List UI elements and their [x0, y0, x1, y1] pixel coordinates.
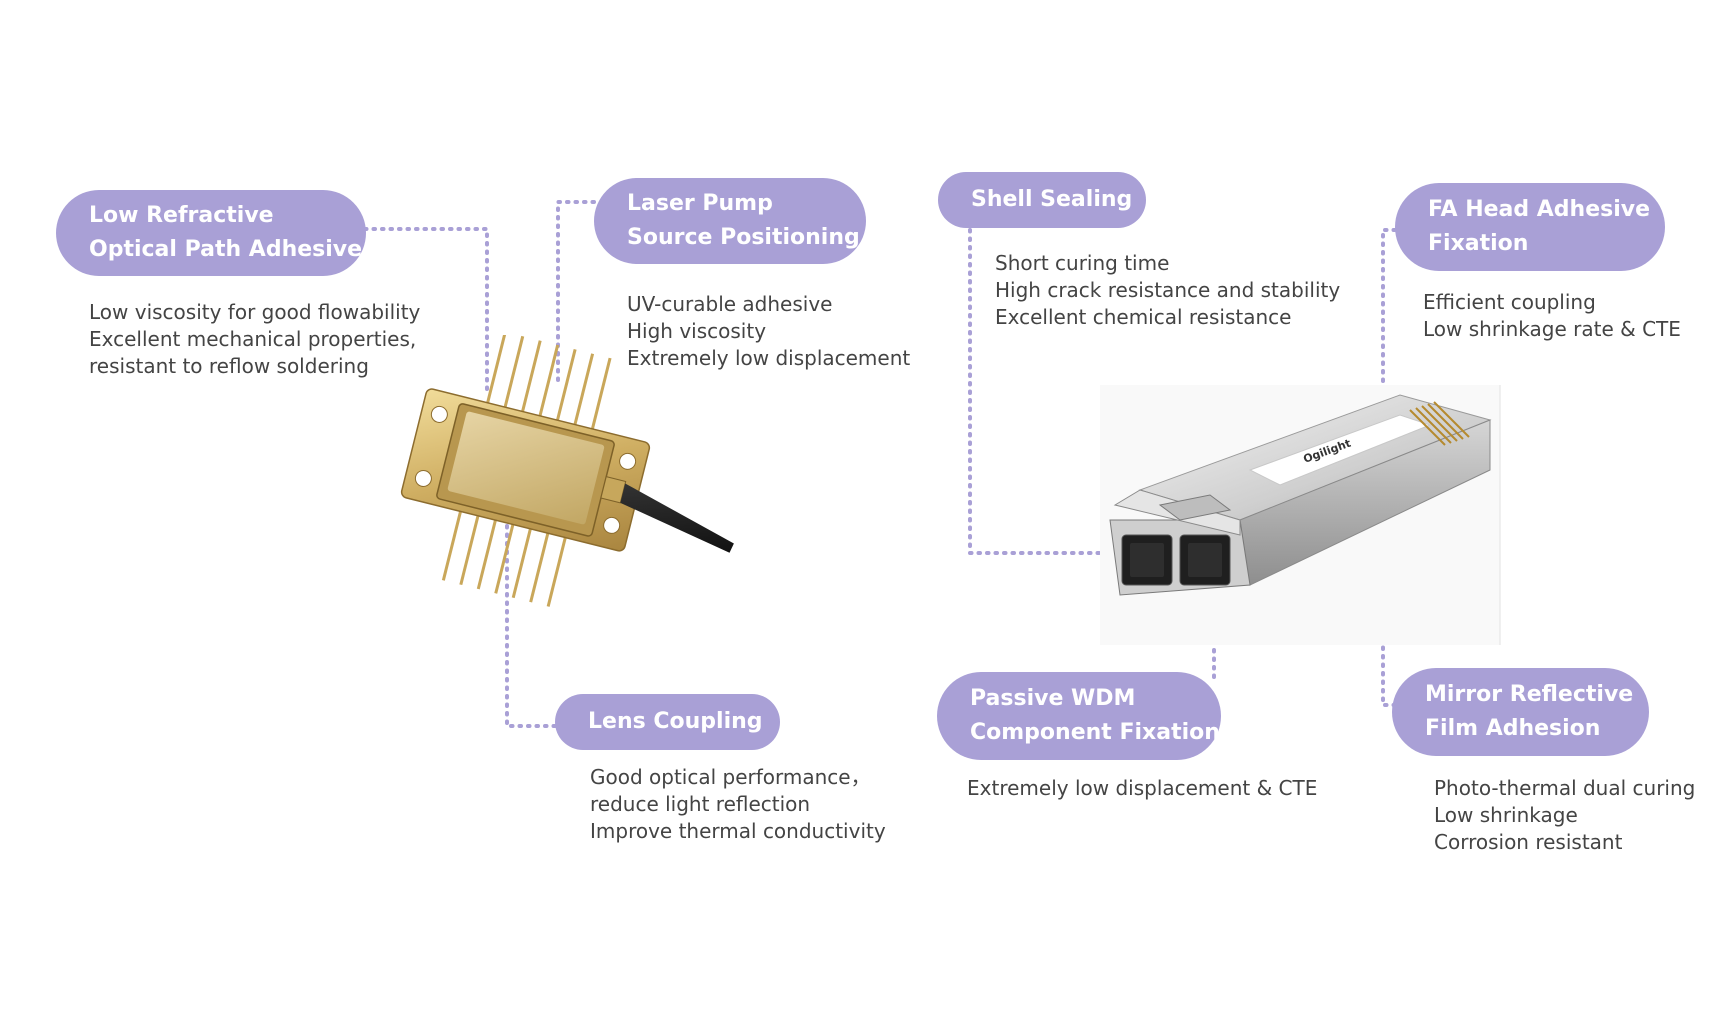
connector-fa-head: [1381, 228, 1397, 402]
pill-title-line: Component Fixation: [970, 720, 1220, 745]
desc-line: Improve thermal conductivity: [590, 819, 886, 843]
pill-title-line: Fixation: [1428, 231, 1529, 256]
connector-lens-coupling: [505, 518, 557, 728]
desc-line: Corrosion resistant: [1434, 830, 1623, 854]
desc-passive-wdm: Extremely low displacement & CTE: [967, 775, 1317, 802]
desc-line: UV-curable adhesive: [627, 292, 833, 316]
pill-title-line: Shell Sealing: [971, 187, 1133, 212]
desc-fa-head: Efficient coupling Low shrinkage rate & …: [1423, 289, 1681, 343]
label-passive-wdm-component-fixation: Passive WDM Component Fixation: [937, 672, 1221, 760]
pill-title-line: Lens Coupling: [588, 709, 763, 734]
desc-laser-pump: UV-curable adhesive High viscosity Extre…: [627, 291, 910, 372]
pill-title-line: Low Refractive: [89, 203, 274, 228]
desc-line: Excellent chemical resistance: [995, 305, 1292, 329]
desc-line: reduce light reflection: [590, 792, 811, 816]
desc-line: Low shrinkage: [1434, 803, 1578, 827]
desc-line: Low shrinkage rate & CTE: [1423, 317, 1681, 341]
connector-laser-pump: [556, 200, 596, 387]
desc-low-refractive: Low viscosity for good flowability Excel…: [89, 299, 420, 380]
desc-line: High viscosity: [627, 319, 767, 343]
desc-lens-coupling: Good optical performance， reduce light r…: [590, 764, 886, 845]
connector-shell-sealing: [968, 228, 1122, 555]
label-low-refractive-optical-path-adhesive: Low Refractive Optical Path Adhesive: [56, 190, 366, 276]
desc-line: Good optical performance，: [590, 765, 871, 789]
label-laser-pump-source-positioning: Laser Pump Source Positioning: [594, 178, 866, 264]
connector-low-refractive: [363, 227, 489, 394]
pill-title-line: Passive WDM: [970, 686, 1136, 711]
desc-line: High crack resistance and stability: [995, 278, 1341, 302]
desc-line: Photo-thermal dual curing: [1434, 776, 1696, 800]
desc-line: Extremely low displacement & CTE: [967, 776, 1318, 800]
pill-title-line: Source Positioning: [627, 225, 860, 250]
desc-shell-sealing: Short curing time High crack resistance …: [995, 250, 1340, 331]
pill-title-line: Laser Pump: [627, 191, 773, 216]
desc-line: resistant to reflow soldering: [89, 354, 369, 378]
pill-title-line: FA Head Adhesive: [1428, 197, 1651, 222]
desc-mirror-reflective: Photo-thermal dual curing Low shrinkage …: [1434, 775, 1695, 856]
desc-line: Efficient coupling: [1423, 290, 1596, 314]
butterfly-laser-module-icon: [400, 335, 734, 607]
label-fa-head-adhesive-fixation: FA Head Adhesive Fixation: [1395, 183, 1665, 271]
pill-title-line: Film Adhesion: [1425, 716, 1601, 741]
pill-title-line: Optical Path Adhesive: [89, 237, 363, 262]
desc-line: Short curing time: [995, 251, 1170, 275]
sfp-transceiver-module-icon: Ogilight: [1100, 385, 1501, 645]
desc-line: Extremely low displacement: [627, 346, 911, 370]
pill-title-line: Mirror Reflective: [1425, 682, 1634, 707]
label-shell-sealing: Shell Sealing: [938, 172, 1146, 228]
label-lens-coupling: Lens Coupling: [555, 694, 780, 750]
desc-line: Excellent mechanical properties,: [89, 327, 417, 351]
desc-line: Low viscosity for good flowability: [89, 300, 421, 324]
label-mirror-reflective-film-adhesion: Mirror Reflective Film Adhesion: [1392, 668, 1649, 756]
